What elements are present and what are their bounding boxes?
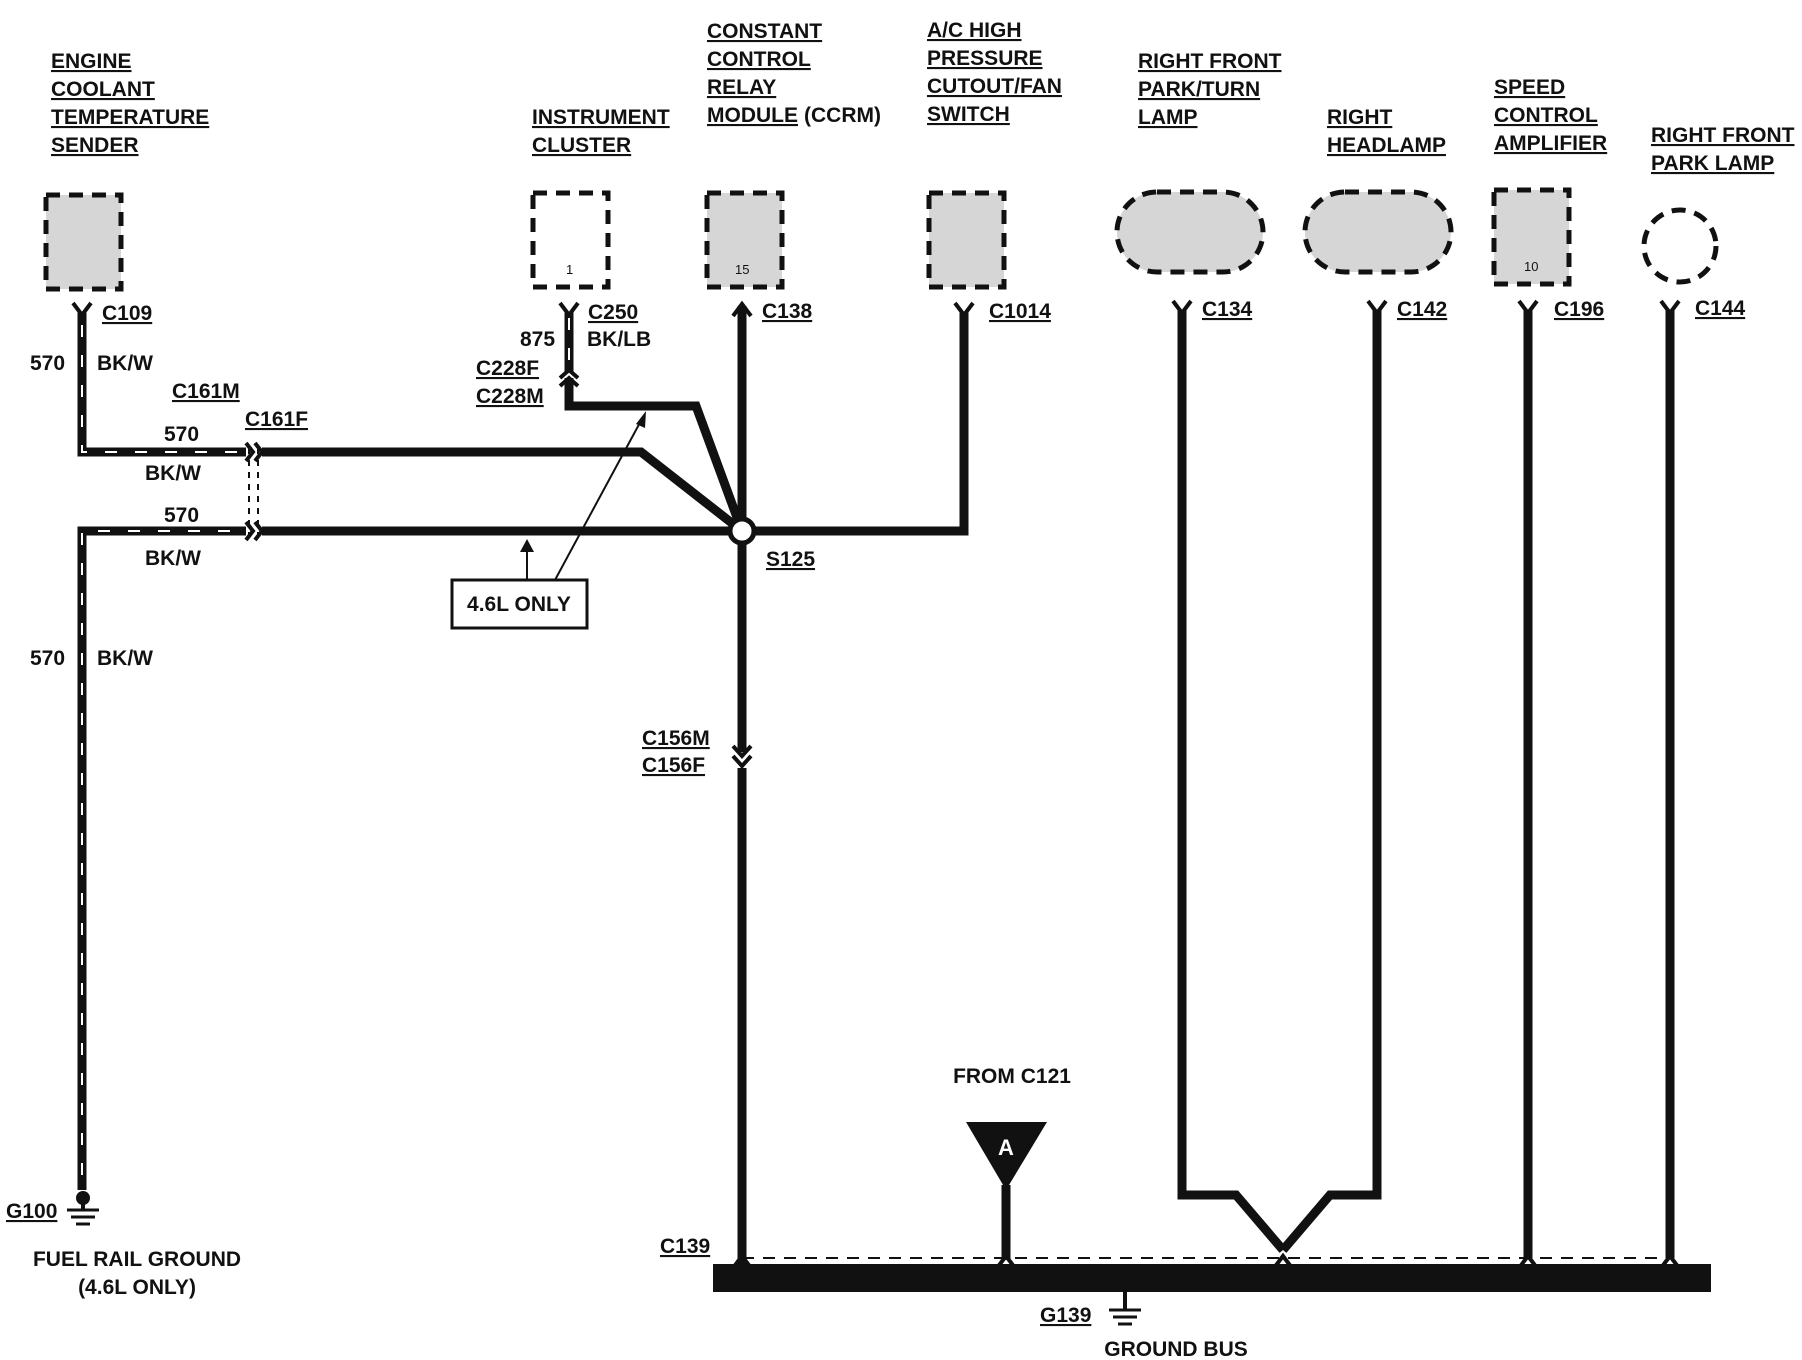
c161f-label: C161F <box>245 408 308 431</box>
wire-ac-switch <box>742 312 969 536</box>
c138-label: C138 <box>762 300 813 323</box>
wire-number-570: 570 <box>164 504 199 527</box>
speed-control-box <box>1491 187 1572 287</box>
svg-text:PARK LAMP: PARK LAMP <box>1651 152 1774 175</box>
svg-text:PARK/TURN: PARK/TURN <box>1138 78 1260 101</box>
c161-connector <box>244 441 265 542</box>
ground-bus <box>713 1252 1711 1292</box>
c142-label: C142 <box>1397 298 1447 321</box>
ccrm-label: CONSTANT CONTROL RELAY MODULE(CCRM) <box>707 20 881 127</box>
ac-switch-box <box>926 190 1007 290</box>
c228m-label: C228M <box>476 385 544 408</box>
wire-number-570: 570 <box>30 352 65 375</box>
ground-bus-label: GROUND BUS <box>1104 1338 1248 1360</box>
ccrm-box <box>704 190 785 290</box>
ground-bus-bar <box>713 1264 1711 1292</box>
rf-park-turn-label: RIGHT FRONT PARK/TURN LAMP <box>1138 50 1282 129</box>
c144-label: C144 <box>1695 297 1746 320</box>
instrument-cluster-pin-number: 1 <box>566 262 573 277</box>
svg-text:AMPLIFIER: AMPLIFIER <box>1494 132 1607 155</box>
from-c121-label: FROM C121 <box>953 1065 1071 1088</box>
right-headlamp <box>1302 189 1454 275</box>
c228-connector <box>558 367 580 388</box>
wire-rf-park-turn <box>1177 310 1287 1253</box>
c134-label: C134 <box>1202 298 1253 321</box>
triangle-a-icon <box>966 1122 1047 1190</box>
wire-color-bkw: BK/W <box>145 547 201 570</box>
c138-pin <box>731 300 753 318</box>
wire-color-bkw: BK/W <box>97 352 153 375</box>
wire-number-570: 570 <box>30 647 65 670</box>
c109-label: C109 <box>102 302 152 325</box>
ac-switch-label: A/C HIGH PRESSURE CUTOUT/FAN SWITCH <box>927 19 1062 126</box>
wire-570-crossover <box>262 447 745 535</box>
wire-570-lower <box>77 526 246 1190</box>
svg-text:SPEED: SPEED <box>1494 76 1565 99</box>
engine-coolant-sender-label: ENGINE COOLANT TEMPERATURE SENDER <box>51 50 209 157</box>
c1014-label: C1014 <box>989 300 1051 323</box>
right-headlamp-label: RIGHT HEADLAMP <box>1327 106 1446 157</box>
svg-text:CONTROL: CONTROL <box>1494 104 1598 127</box>
g139-label: G139 <box>1040 1304 1091 1327</box>
c156m-label: C156M <box>642 727 710 750</box>
c161m-label: C161M <box>172 380 240 403</box>
svg-text:CUTOUT/FAN: CUTOUT/FAN <box>927 75 1062 98</box>
instrument-cluster-box <box>530 190 611 290</box>
option-box <box>450 578 589 630</box>
wire-number-570: 570 <box>164 423 199 446</box>
speed-control-label: SPEED CONTROL AMPLIFIER <box>1494 76 1607 155</box>
wire-color-bkw: BK/W <box>145 462 201 485</box>
svg-text:HEADLAMP: HEADLAMP <box>1327 134 1446 157</box>
svg-text:ENGINE: ENGINE <box>51 50 132 73</box>
g100-label: G100 <box>6 1200 57 1223</box>
wires <box>77 306 1675 1268</box>
wire-color-bkw: BK/W <box>97 647 153 670</box>
c156f-label: C156F <box>642 754 705 777</box>
ccrm-pin-number: 15 <box>735 262 749 277</box>
svg-text:RIGHT: RIGHT <box>1327 106 1393 129</box>
s125-splice <box>727 516 757 546</box>
fuel-rail-ground-note: (4.6L ONLY) <box>78 1276 196 1299</box>
svg-text:RIGHT FRONT: RIGHT FRONT <box>1138 50 1282 73</box>
g100-ground-icon <box>67 1191 99 1226</box>
c250-label: C250 <box>588 301 638 324</box>
option-note: 4.6L ONLY <box>450 411 646 630</box>
s125-label: S125 <box>766 548 815 571</box>
speed-control-pin-number: 10 <box>1524 259 1538 274</box>
svg-text:CONSTANT: CONSTANT <box>707 20 822 43</box>
svg-text:SWITCH: SWITCH <box>927 103 1010 126</box>
engine-coolant-sender-box <box>43 192 124 292</box>
wire-color-bklb: BK/LB <box>587 328 651 351</box>
svg-text:LAMP: LAMP <box>1138 106 1198 129</box>
svg-text:SENDER: SENDER <box>51 134 139 157</box>
wire-right-headlamp <box>1279 310 1382 1253</box>
instrument-cluster-label: INSTRUMENT CLUSTER <box>532 106 670 157</box>
option-box-text: 4.6L ONLY <box>467 593 571 616</box>
svg-text:INSTRUMENT: INSTRUMENT <box>532 106 670 129</box>
fuel-rail-ground-label: FUEL RAIL GROUND <box>33 1248 241 1271</box>
rf-park-turn-lamp <box>1114 189 1266 275</box>
c196-label: C196 <box>1554 298 1604 321</box>
svg-text:MODULE(CCRM): MODULE(CCRM) <box>707 104 881 127</box>
svg-text:CONTROL: CONTROL <box>707 48 811 71</box>
g139-ground-icon <box>1109 1292 1141 1326</box>
triangle-letter: A <box>998 1135 1014 1160</box>
svg-text:PRESSURE: PRESSURE <box>927 47 1043 70</box>
from-c121-marker: FROM C121 A <box>953 1065 1071 1190</box>
rf-park-lamp <box>1641 207 1719 285</box>
c228f-label: C228F <box>476 357 539 380</box>
wire-number-875: 875 <box>520 328 555 351</box>
svg-text:TEMPERATURE: TEMPERATURE <box>51 106 209 129</box>
c139-label: C139 <box>660 1235 710 1258</box>
rf-park-lamp-label: RIGHT FRONT PARK LAMP <box>1651 124 1795 175</box>
c156-connector <box>731 744 753 769</box>
svg-text:COOLANT: COOLANT <box>51 78 155 101</box>
svg-text:A/C HIGH: A/C HIGH <box>927 19 1022 42</box>
svg-text:RIGHT FRONT: RIGHT FRONT <box>1651 124 1795 147</box>
svg-text:CLUSTER: CLUSTER <box>532 134 631 157</box>
svg-text:RELAY: RELAY <box>707 76 776 99</box>
